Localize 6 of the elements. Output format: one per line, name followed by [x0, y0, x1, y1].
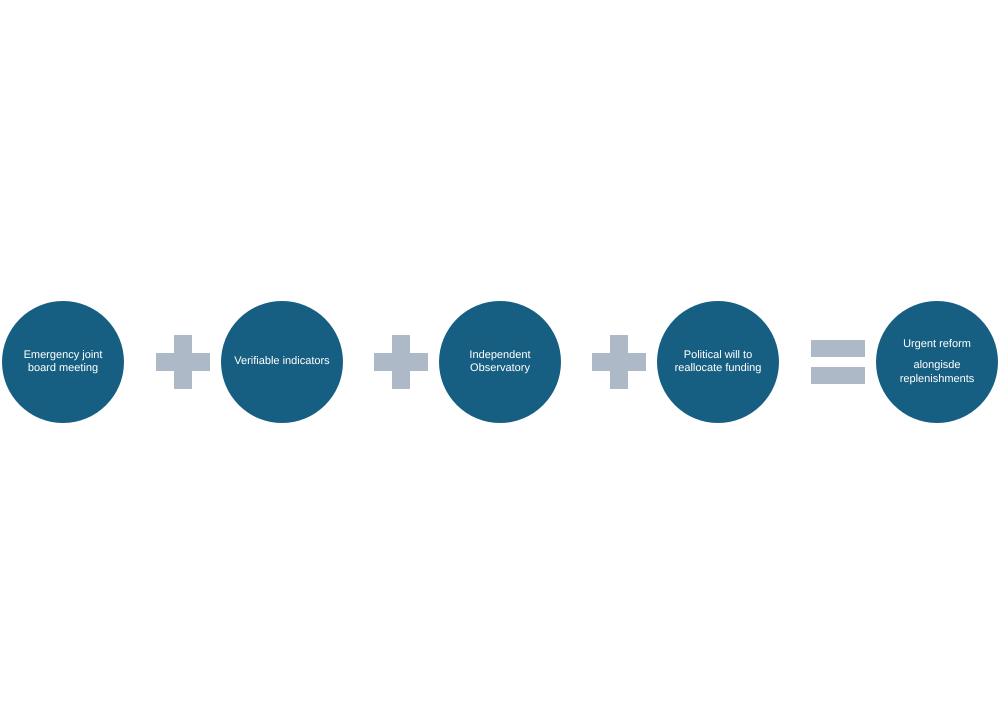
step-text: Emergency joint board meeting — [22, 348, 104, 376]
step-text: Independent Observatory — [468, 348, 532, 376]
step-text: Verifiable indicators — [234, 355, 330, 369]
step-text: alongisde replenishments — [898, 359, 976, 386]
step-text: Political will to reallocate funding — [674, 348, 762, 376]
step-text: Urgent reform — [903, 338, 971, 352]
